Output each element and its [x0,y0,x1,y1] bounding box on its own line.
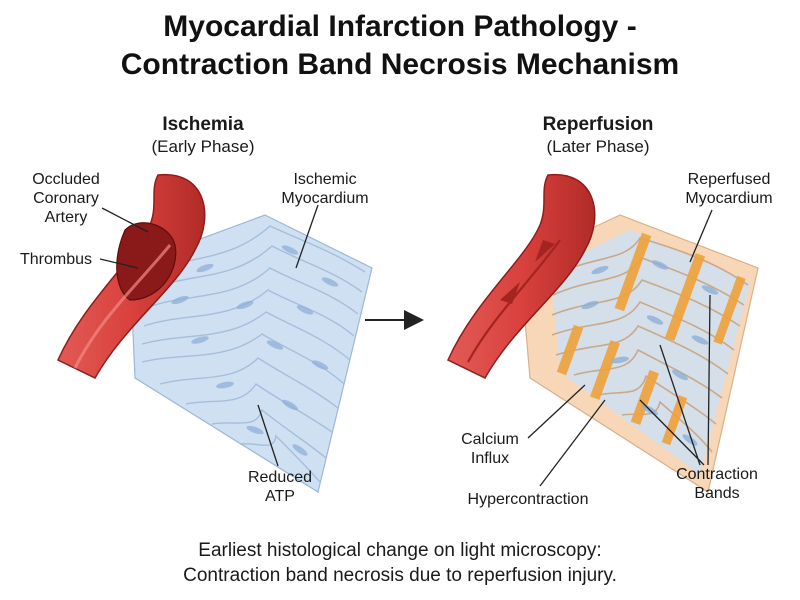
contraction-bands [556,232,746,446]
label-reperfused: Reperfused [687,171,771,188]
label-myocardium: Myocardium [281,190,369,207]
label-bands: Bands [694,485,740,502]
ischemic-myocardium-label: Ischemic Myocardium [270,170,380,208]
caption: Earliest histological change on light mi… [0,538,800,588]
ischemia-heading: Ischemia [162,114,244,135]
reperfused-myocardium-tissue [519,214,759,493]
caption-line-2: Contraction band necrosis due to reperfu… [183,565,617,586]
calcium-influx-label: Calcium Influx [448,430,532,468]
left-panel-heading: Ischemia (Early Phase) [93,114,313,157]
page-title: Myocardial Infarction Pathology - Contra… [0,8,800,84]
label-artery: Artery [44,209,88,226]
title-line-1: Myocardial Infarction Pathology - [163,10,637,43]
reperfusion-subheading: (Later Phase) [546,137,650,156]
label-influx: Influx [470,450,510,467]
label-reduced: Reduced [247,469,313,486]
reperfused-myocardium-label: Reperfused Myocardium [672,170,786,208]
title-line-2: Contraction Band Necrosis Mechanism [120,48,680,81]
label-atp: ATP [265,488,295,505]
ischemia-subheading: (Early Phase) [151,137,255,156]
label-reperfused-myocardium: Myocardium [685,190,773,207]
thrombus-mass [116,222,177,301]
occluded-coronary-artery [57,174,206,379]
occluded-coronary-artery-label: Occluded Coronary Artery [18,170,114,227]
flow-arrow-up [500,282,520,304]
label-calcium: Calcium [461,431,519,448]
caption-line-1: Earliest histological change on light mi… [198,540,602,561]
ischemic-fibers [141,225,366,483]
hypercontraction-label: Hypercontraction [467,491,589,508]
label-ischemic: Ischemic [293,171,357,188]
left-leader-lines [99,204,319,467]
ischemic-myocardium-tissue [129,214,373,493]
label-coronary: Coronary [33,190,99,207]
label-contraction: Contraction [676,466,758,483]
thrombus-label: Thrombus [19,251,93,268]
contraction-bands-label: Contraction Bands [662,465,772,503]
right-leader-lines [527,209,713,487]
right-panel-heading: Reperfusion (Later Phase) [488,114,708,157]
reduced-atp-label: Reduced ATP [238,468,322,506]
reperfusion-heading: Reperfusion [542,114,654,135]
label-occluded: Occluded [32,171,100,188]
flow-arrow-down [535,240,555,262]
reperfused-coronary-artery [447,174,596,379]
ischemic-nuclei [171,245,339,456]
